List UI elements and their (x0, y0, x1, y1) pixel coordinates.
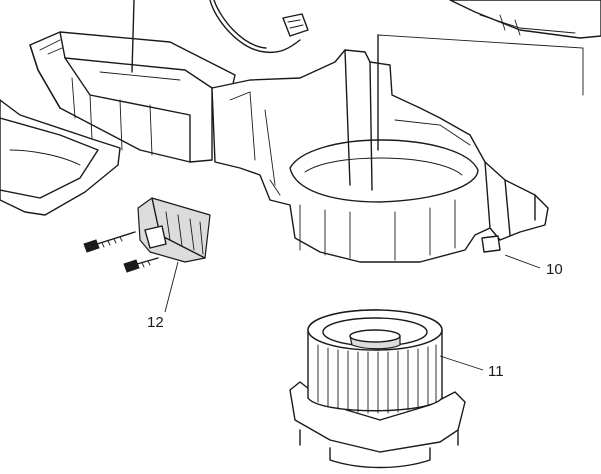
upper-right-component (449, 0, 601, 39)
callout-10-label: 10 (546, 261, 563, 278)
air-inlet-tray (0, 99, 121, 216)
callout-leader-11 (439, 355, 484, 371)
duct-housing (29, 0, 236, 163)
mounting-screws (83, 231, 159, 273)
wiring-connector (209, 0, 309, 54)
blower-motor (289, 309, 466, 469)
callout-11-label: 11 (488, 363, 504, 380)
blower-resistor (137, 197, 211, 263)
blower-housing (211, 34, 584, 263)
callout-leader-10 (504, 254, 541, 269)
callout-leader-12 (164, 261, 179, 313)
callout-12-label: 12 (147, 314, 164, 331)
